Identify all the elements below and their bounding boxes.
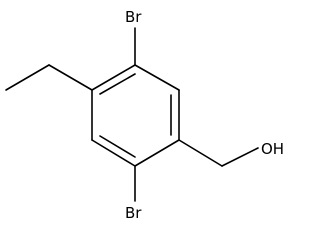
ring-bond-bottom-right [134,139,180,167]
ring-bond-top-right [134,64,180,91]
ethyl-bond-2 [5,64,50,91]
ring-double-bond-inner-bottom-left [99,135,136,158]
oh-bond [221,147,259,167]
ring-bond-top-left [91,64,136,91]
ch2-bond [178,139,223,167]
substituent-bonds [5,27,259,202]
ring-double-bond-inner-top-left [99,73,136,95]
ring-bond-bottom-left [91,139,136,167]
chemical-structure-diagram: Br Br OH [5,8,284,222]
atom-labels: Br Br OH [125,8,284,222]
bromine-bottom-label: Br [125,204,142,222]
hydroxyl-label: OH [261,140,284,158]
benzene-ring [91,64,180,167]
bromine-top-label: Br [125,8,142,26]
ethyl-bond-1 [48,64,93,91]
